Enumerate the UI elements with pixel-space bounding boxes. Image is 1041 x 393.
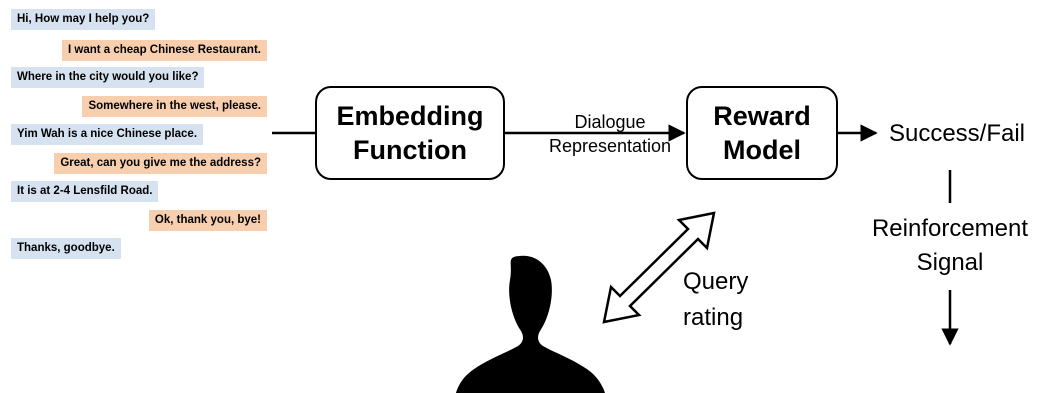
outcome-label: Success/Fail [888,120,1026,147]
query-double-arrow [602,211,716,324]
dialogue-turn-system: Thanks, goodbye. [11,238,121,259]
dialogue-turn-user: Great, can you give me the address? [54,153,267,174]
query-rating-label: Query rating [683,264,748,336]
dialogue-turn-system: Hi, How may I help you? [11,9,156,30]
dialogue-turn-system: Yim Wah is a nice Chinese place. [11,124,204,145]
representation-line2: Representation [548,136,672,156]
query-line1: Query [683,268,749,295]
dialogue-turn-user: I want a cheap Chinese Restaurant. [61,40,267,61]
person-silhouette-icon [456,255,605,393]
reward-label-line1: Reward [713,101,811,131]
embedding-label-line2: Function [353,135,467,165]
dialogue-turn-system: It is at 2-4 Lensfild Road. [11,181,159,202]
representation-line1: Dialogue [574,112,646,132]
reinforcement-signal-label: Reinforcement Signal [855,212,1041,280]
reward-model-box: Reward Model [686,86,838,180]
embedding-function-box: Embedding Function [315,86,505,180]
dialogue-turn-user: Ok, thank you, bye! [148,210,267,231]
dialogue-turn-user: Somewhere in the west, please. [82,96,267,117]
dialogue-turn-system: Where in the city would you like? [11,67,205,88]
embedding-label-line1: Embedding [336,101,484,131]
reward-label-line2: Model [722,135,801,165]
reinforcement-line1: Reinforcement [871,215,1029,242]
reinforcement-line2: Signal [916,249,984,276]
dialogue-representation-label: Dialogue Representation [512,110,708,158]
query-line2: rating [683,304,744,331]
